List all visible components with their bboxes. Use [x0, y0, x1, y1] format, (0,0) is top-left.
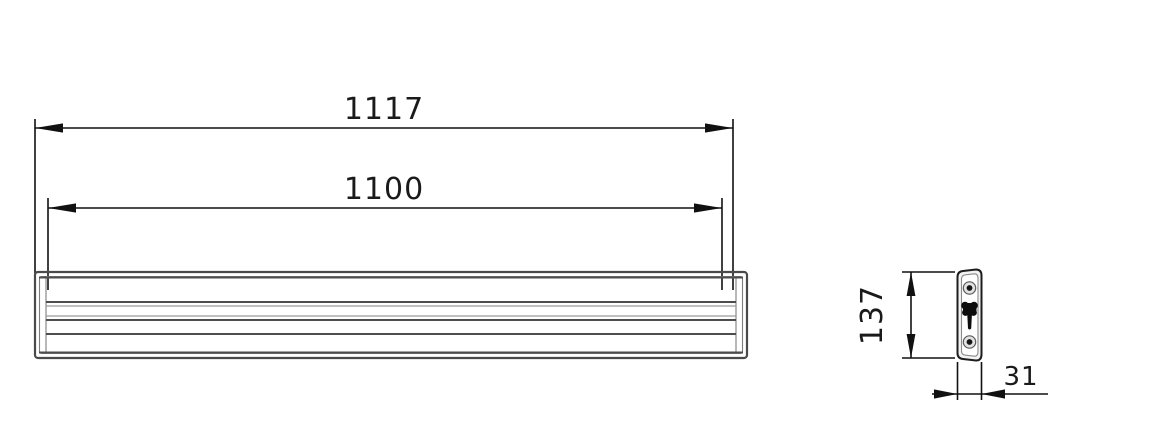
arrowhead-1100-left	[48, 203, 76, 213]
dimension-1117: 1117	[35, 92, 733, 133]
bottom-screw-hole-icon	[962, 335, 977, 349]
arrowhead-137-bottom	[906, 334, 916, 358]
top-screw-hole-icon	[962, 281, 977, 295]
dimension-1100: 1100	[48, 172, 722, 213]
arrowhead-31-left	[934, 389, 958, 399]
dimension-label-1117: 1117	[344, 92, 424, 127]
arrowhead-137-top	[906, 272, 916, 296]
dimension-label-137: 137	[855, 285, 890, 345]
dimension-31: 31	[932, 362, 1048, 400]
front-view-shelf	[33, 270, 749, 360]
shelf-frame-inner-edge	[38, 275, 744, 355]
dimension-137: 137	[855, 271, 955, 359]
bottom-screw-core	[966, 339, 973, 345]
keyhole-slot-icon	[961, 301, 978, 330]
arrowhead-31-right	[981, 389, 1005, 399]
arrowhead-1117-left	[35, 123, 63, 133]
arrowhead-1117-right	[705, 123, 733, 133]
side-view-bracket	[956, 268, 983, 362]
arrowhead-1100-right	[694, 203, 722, 213]
front-view-extension-lines	[34, 119, 734, 290]
top-screw-core	[966, 285, 973, 291]
shelf-outer-frame	[33, 270, 749, 360]
dimension-label-31: 31	[1003, 362, 1038, 392]
dimension-label-1100: 1100	[344, 172, 424, 207]
